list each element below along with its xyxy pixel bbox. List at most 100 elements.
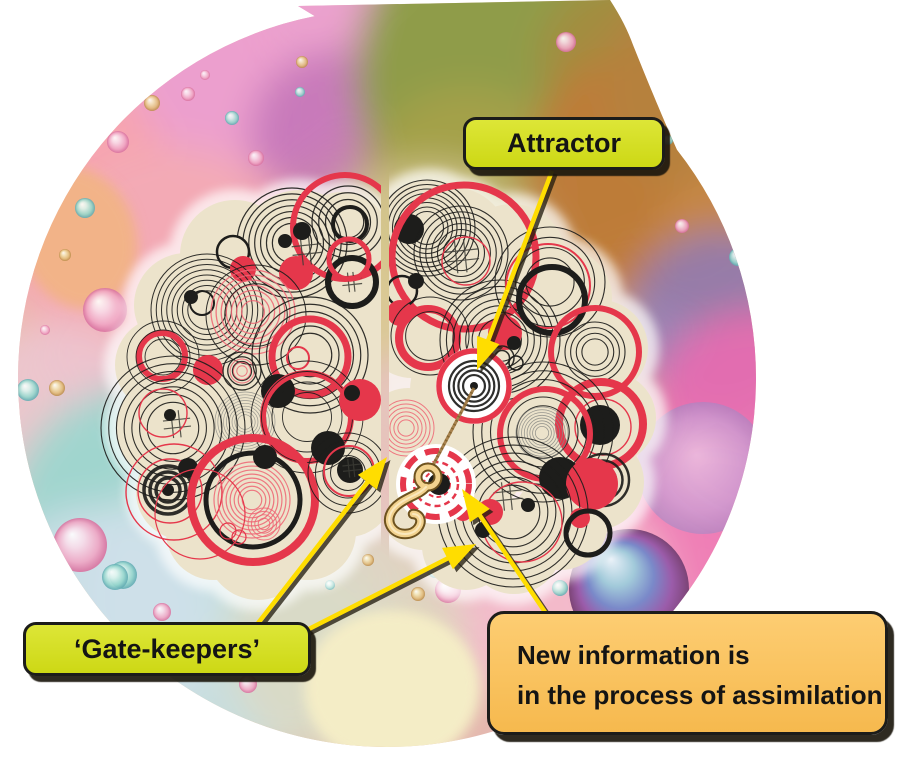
hook-highlight [388,486,427,535]
concentric-rings-motif [240,299,266,325]
grid-line [444,248,479,253]
dot-motif [470,382,478,390]
concentric-rings-motif [210,269,296,355]
concentric-rings-motif [222,351,262,391]
concentric-rings-motif [526,417,558,449]
concentric-rings-motif [235,294,271,330]
concentric-rings-motif [232,361,252,381]
bubble [200,70,210,80]
bubble [729,248,747,266]
concentric-rings-motif [233,481,271,519]
dot-motif [230,256,256,282]
arrow-shaft [486,173,558,352]
ring-motif [548,305,642,399]
attractor-label: Attractor [463,117,665,170]
concentric-rings-motif [436,228,486,278]
ring-motif [286,346,310,370]
gatekeepers-label-text: ‘Gate-keepers’ [73,633,261,664]
thread-texture [429,387,476,470]
arrow-shaft [301,552,456,635]
ring-motif [138,388,188,438]
concentric-rings-motif [389,183,472,273]
concentric-rings-motif [135,329,191,385]
bubble [225,111,239,125]
ring-motif [441,236,491,286]
concentric-rings-motif [389,403,431,453]
concentric-rings-motif [250,510,278,538]
concentric-rings-motif [231,360,253,382]
concentric-rings-motif [146,401,200,455]
fish-hook [384,462,443,540]
grid-motif [342,458,362,478]
bubble [295,87,305,97]
grid-motif [444,238,480,274]
dot-motif [279,256,313,290]
concentric-rings-motif [224,283,288,347]
concentric-rings-motif [515,406,569,460]
ring-motif [125,443,223,541]
grid-line [291,243,322,248]
arrow-shaft [253,474,375,629]
grid-line [342,463,361,467]
concentric-rings-motif [131,386,215,470]
concentric-rings-motif [481,370,605,494]
bubble [40,325,50,335]
concentric-rings-motif [123,378,223,478]
concentric-rings-motif [215,274,291,350]
concentric-rings-motif [431,223,491,283]
ring-motif [436,348,512,424]
concentric-rings-motif [227,356,257,386]
concentric-rings-motif [472,361,614,503]
concentric-rings-motif [389,399,435,457]
concentric-rings-motif [223,400,267,444]
ring-motif [326,236,372,282]
grid-line [342,468,362,472]
concentric-rings-motif [221,469,283,531]
bubble [102,564,128,590]
concentric-rings-motif [139,394,207,462]
concentric-rings-motif [148,470,188,510]
bubble [181,87,195,101]
concentric-rings-motif [205,264,307,366]
grid-line [493,489,522,494]
arrow-shaft [305,555,460,638]
grid-line [307,234,313,265]
dot-motif [344,385,360,401]
bubble [18,379,39,401]
arrow [477,170,555,370]
arrow-head [477,335,500,370]
concentric-rings-motif [523,414,561,452]
callout-arrows [253,170,558,638]
concentric-rings-motif [405,311,455,361]
dot-motif [339,379,381,421]
gatekeepers-label: ‘Gate-keepers’ [23,622,311,676]
circle-motifs-left [100,172,381,566]
bubble [296,56,308,68]
bubble [556,32,576,52]
concentric-rings-motif [389,411,423,445]
assimilation-label: New information is in the process of ass… [487,611,888,735]
ring-motif [136,330,188,382]
concentric-rings-motif [393,415,419,441]
ring-motif [389,181,540,333]
bubble [362,554,374,566]
grid-line [299,235,304,266]
dot-motif [507,336,521,350]
concentric-rings-motif [397,419,415,437]
grid-line [342,282,363,287]
cream-blob [304,610,480,747]
concentric-rings-motif [257,517,271,531]
assimilation-line-2: in the process of assimilation [517,680,883,710]
ring-motif [231,529,247,545]
concentric-rings-motif [225,284,281,340]
dashed-ring-motif [400,448,472,520]
dot-motif [566,458,618,510]
concentric-rings-motif [258,303,362,407]
concentric-rings-motif [494,226,606,338]
concentric-rings-motif [166,269,248,351]
arrow [301,544,476,635]
concentric-rings-motif [144,338,182,376]
bubble [675,219,689,233]
arrow-head [442,544,476,570]
